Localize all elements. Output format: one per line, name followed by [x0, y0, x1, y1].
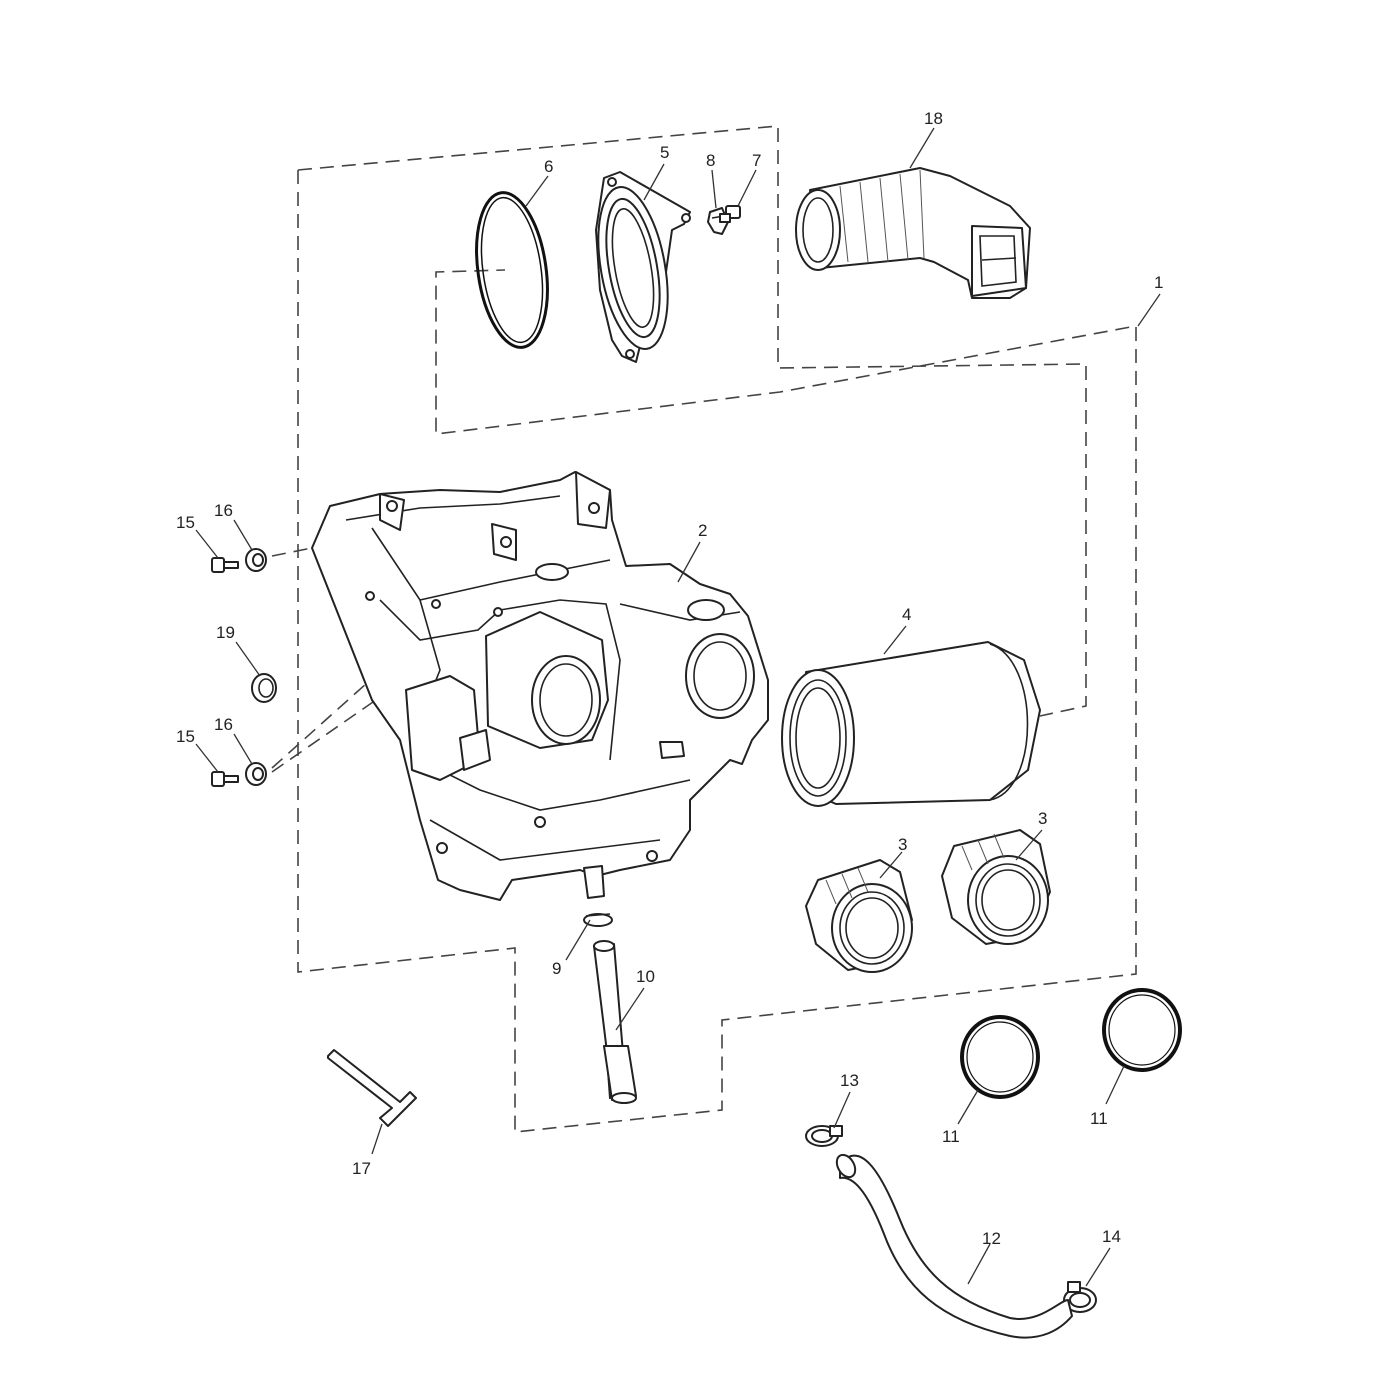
- callout-19: 19: [216, 623, 235, 642]
- air-filter-element-icon: [781, 641, 1041, 807]
- bolt-icon: [211, 557, 239, 573]
- callout-15: 15: [176, 513, 195, 532]
- o-ring-icon: [1102, 988, 1182, 1072]
- callout-7: 7: [752, 151, 761, 170]
- callout-15: 15: [176, 727, 195, 746]
- callout-5: 5: [660, 143, 669, 162]
- o-ring-icon: [475, 191, 549, 349]
- hose-clip-icon: [805, 1125, 843, 1147]
- callout-8: 8: [706, 151, 715, 170]
- washer-icon: [245, 762, 267, 786]
- hose-clip-icon: [583, 913, 613, 927]
- callout-3: 3: [898, 835, 907, 854]
- callout-labels: 1 2 3 3 4 5 6 7 8 9 10 11 11 12 13 14 15…: [176, 109, 1163, 1248]
- grommet-icon: [251, 673, 277, 703]
- callout-11: 11: [1090, 1109, 1108, 1128]
- callout-6: 6: [544, 157, 553, 176]
- breather-hose-icon: [835, 1153, 1073, 1339]
- callout-17: 17: [352, 1159, 371, 1178]
- callout-13: 13: [840, 1071, 859, 1090]
- callout-4: 4: [902, 605, 911, 624]
- callout-9: 9: [552, 959, 561, 978]
- airbox-housing-icon: [311, 471, 769, 901]
- throttle-adaptor-icon: [941, 829, 1051, 945]
- filter-cover-icon: [595, 171, 691, 363]
- callout-11: 11: [942, 1127, 960, 1146]
- o-ring-icon: [960, 1015, 1040, 1099]
- callout-1: 1: [1154, 273, 1163, 292]
- leader-lines: [195, 127, 1161, 1287]
- callout-2: 2: [698, 521, 707, 540]
- callout-14: 14: [1102, 1227, 1121, 1246]
- callout-10: 10: [636, 967, 655, 986]
- callout-12: 12: [982, 1229, 1001, 1248]
- washer-icon: [245, 548, 267, 572]
- screw-icon: [719, 205, 741, 223]
- hose-clip-icon: [1063, 1281, 1097, 1313]
- callout-16: 16: [214, 715, 233, 734]
- callout-3: 3: [1038, 809, 1047, 828]
- callout-16: 16: [214, 501, 233, 520]
- callout-18: 18: [924, 109, 943, 128]
- intake-duct-icon: [795, 167, 1031, 299]
- throttle-adaptor-icon: [805, 859, 913, 973]
- bolt-icon: [211, 771, 239, 787]
- hex-key-icon: [327, 1049, 417, 1127]
- drain-tube-icon: [593, 940, 637, 1104]
